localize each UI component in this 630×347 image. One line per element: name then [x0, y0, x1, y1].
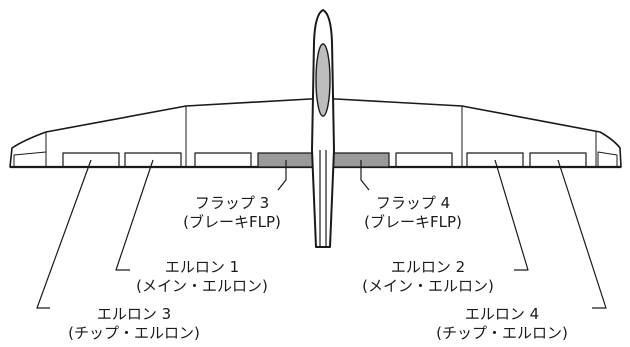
leader-aileron-1 — [115, 159, 154, 271]
leader-flap-3 — [277, 160, 287, 191]
leader-flap-4 — [360, 160, 370, 191]
left-tip-surface — [13, 151, 47, 166]
aileron-4-label-line2: (チップ・エルロン) — [436, 324, 568, 342]
flap-3-label-line1: フラップ 3 — [194, 194, 270, 212]
aileron-4-surface — [529, 152, 587, 168]
right-tip-surface — [597, 151, 618, 166]
aileron-1-label-line1: エルロン 1 — [164, 258, 240, 276]
flap-3-label-line2: (ブレーキFLP) — [183, 213, 281, 231]
right-inner-surface — [395, 152, 453, 168]
aileron-2-label-line2: (メイン・エルロン) — [362, 277, 494, 295]
aileron-4-label: エルロン 4 (チップ・エルロン) — [412, 305, 592, 343]
flap-3-label: フラップ 3 (ブレーキFLP) — [157, 194, 307, 232]
aileron-2-label-line1: エルロン 2 — [390, 258, 466, 276]
flap-4-label: フラップ 4 (ブレーキFLP) — [338, 194, 488, 232]
flap-4-label-line2: (ブレーキFLP) — [364, 213, 462, 231]
canopy — [315, 43, 331, 117]
aileron-3-surface — [62, 152, 120, 168]
aileron-3-label: エルロン 3 (チップ・エルロン) — [44, 305, 224, 343]
leader-aileron-3 — [36, 159, 92, 309]
aileron-2-label: エルロン 2 (メイン・エルロン) — [338, 258, 518, 296]
aileron-2-surface — [466, 152, 524, 168]
aileron-3-label-line2: (チップ・エルロン) — [68, 324, 200, 342]
aileron-1-label-line2: (メイン・エルロン) — [136, 277, 268, 295]
aileron-1-surface — [124, 152, 182, 168]
flap-4-label-line1: フラップ 4 — [375, 194, 451, 212]
leader-aileron-4 — [557, 159, 607, 309]
aileron-4-label-line1: エルロン 4 — [464, 305, 540, 323]
leader-aileron-2 — [494, 159, 529, 271]
aileron-3-label-line1: エルロン 3 — [96, 305, 172, 323]
left-inner-surface — [194, 152, 252, 168]
aileron-1-label: エルロン 1 (メイン・エルロン) — [112, 258, 292, 296]
